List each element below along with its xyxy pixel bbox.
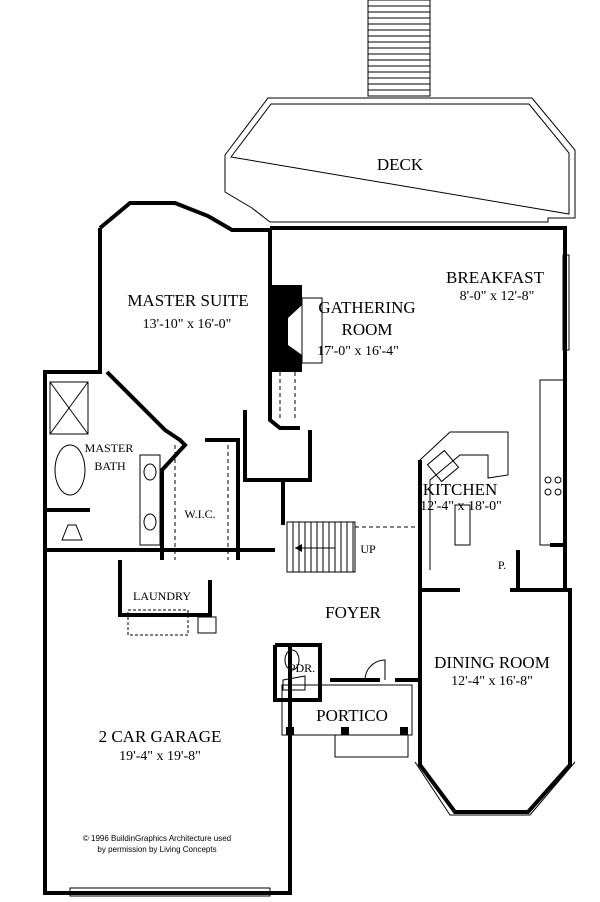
- garage-label: 2 CAR GARAGE: [99, 727, 222, 746]
- master-bath-label-1: MASTER: [85, 441, 134, 455]
- portico-label: PORTICO: [316, 706, 388, 725]
- laundry-label: LAUNDRY: [133, 589, 191, 603]
- kitchen-size: 12'-4" x 18'-0": [420, 499, 502, 514]
- master-suite-size: 13'-10" x 16'-0": [143, 317, 232, 332]
- window: [562, 254, 570, 351]
- foyer-label: FOYER: [325, 603, 381, 622]
- deck-stairs: [367, 0, 431, 97]
- portico-structure: [281, 659, 413, 758]
- kitchen-counters: [419, 379, 566, 570]
- master-suite-label: MASTER SUITE: [127, 291, 248, 310]
- stairs-up-label: UP: [360, 542, 376, 556]
- breakfast-label: BREAKFAST: [446, 268, 545, 287]
- fireplace: [272, 285, 302, 372]
- deck-outline: [224, 97, 576, 223]
- staircase: [286, 521, 420, 573]
- bathtub: [54, 444, 86, 496]
- dining-room-size: 12'-4" x 16'-8": [451, 674, 533, 689]
- gathering-room-size: 17'-0" x 16'-4": [317, 344, 399, 359]
- breakfast-size: 8'-0" x 12'-8": [460, 289, 535, 304]
- wic-label: W.I.C.: [184, 507, 215, 521]
- master-bath-label-2: BATH: [94, 459, 126, 473]
- dining-room-label: DINING ROOM: [434, 653, 550, 672]
- copyright-line-1: © 1996 BuildinGraphics Architecture used: [83, 834, 231, 843]
- gathering-room-label-1: GATHERING: [318, 298, 415, 317]
- gathering-room-label-2: ROOM: [341, 320, 392, 339]
- deck-label: DECK: [377, 155, 424, 174]
- bath-fixtures: [49, 381, 161, 546]
- copyright-line-2: by permission by Living Concepts: [97, 845, 216, 854]
- powder-room-label: PDR.: [289, 661, 315, 675]
- kitchen-label: KITCHEN: [423, 480, 498, 499]
- pantry-label: P.: [498, 558, 506, 572]
- garage-size: 19'-4" x 19'-8": [119, 749, 201, 764]
